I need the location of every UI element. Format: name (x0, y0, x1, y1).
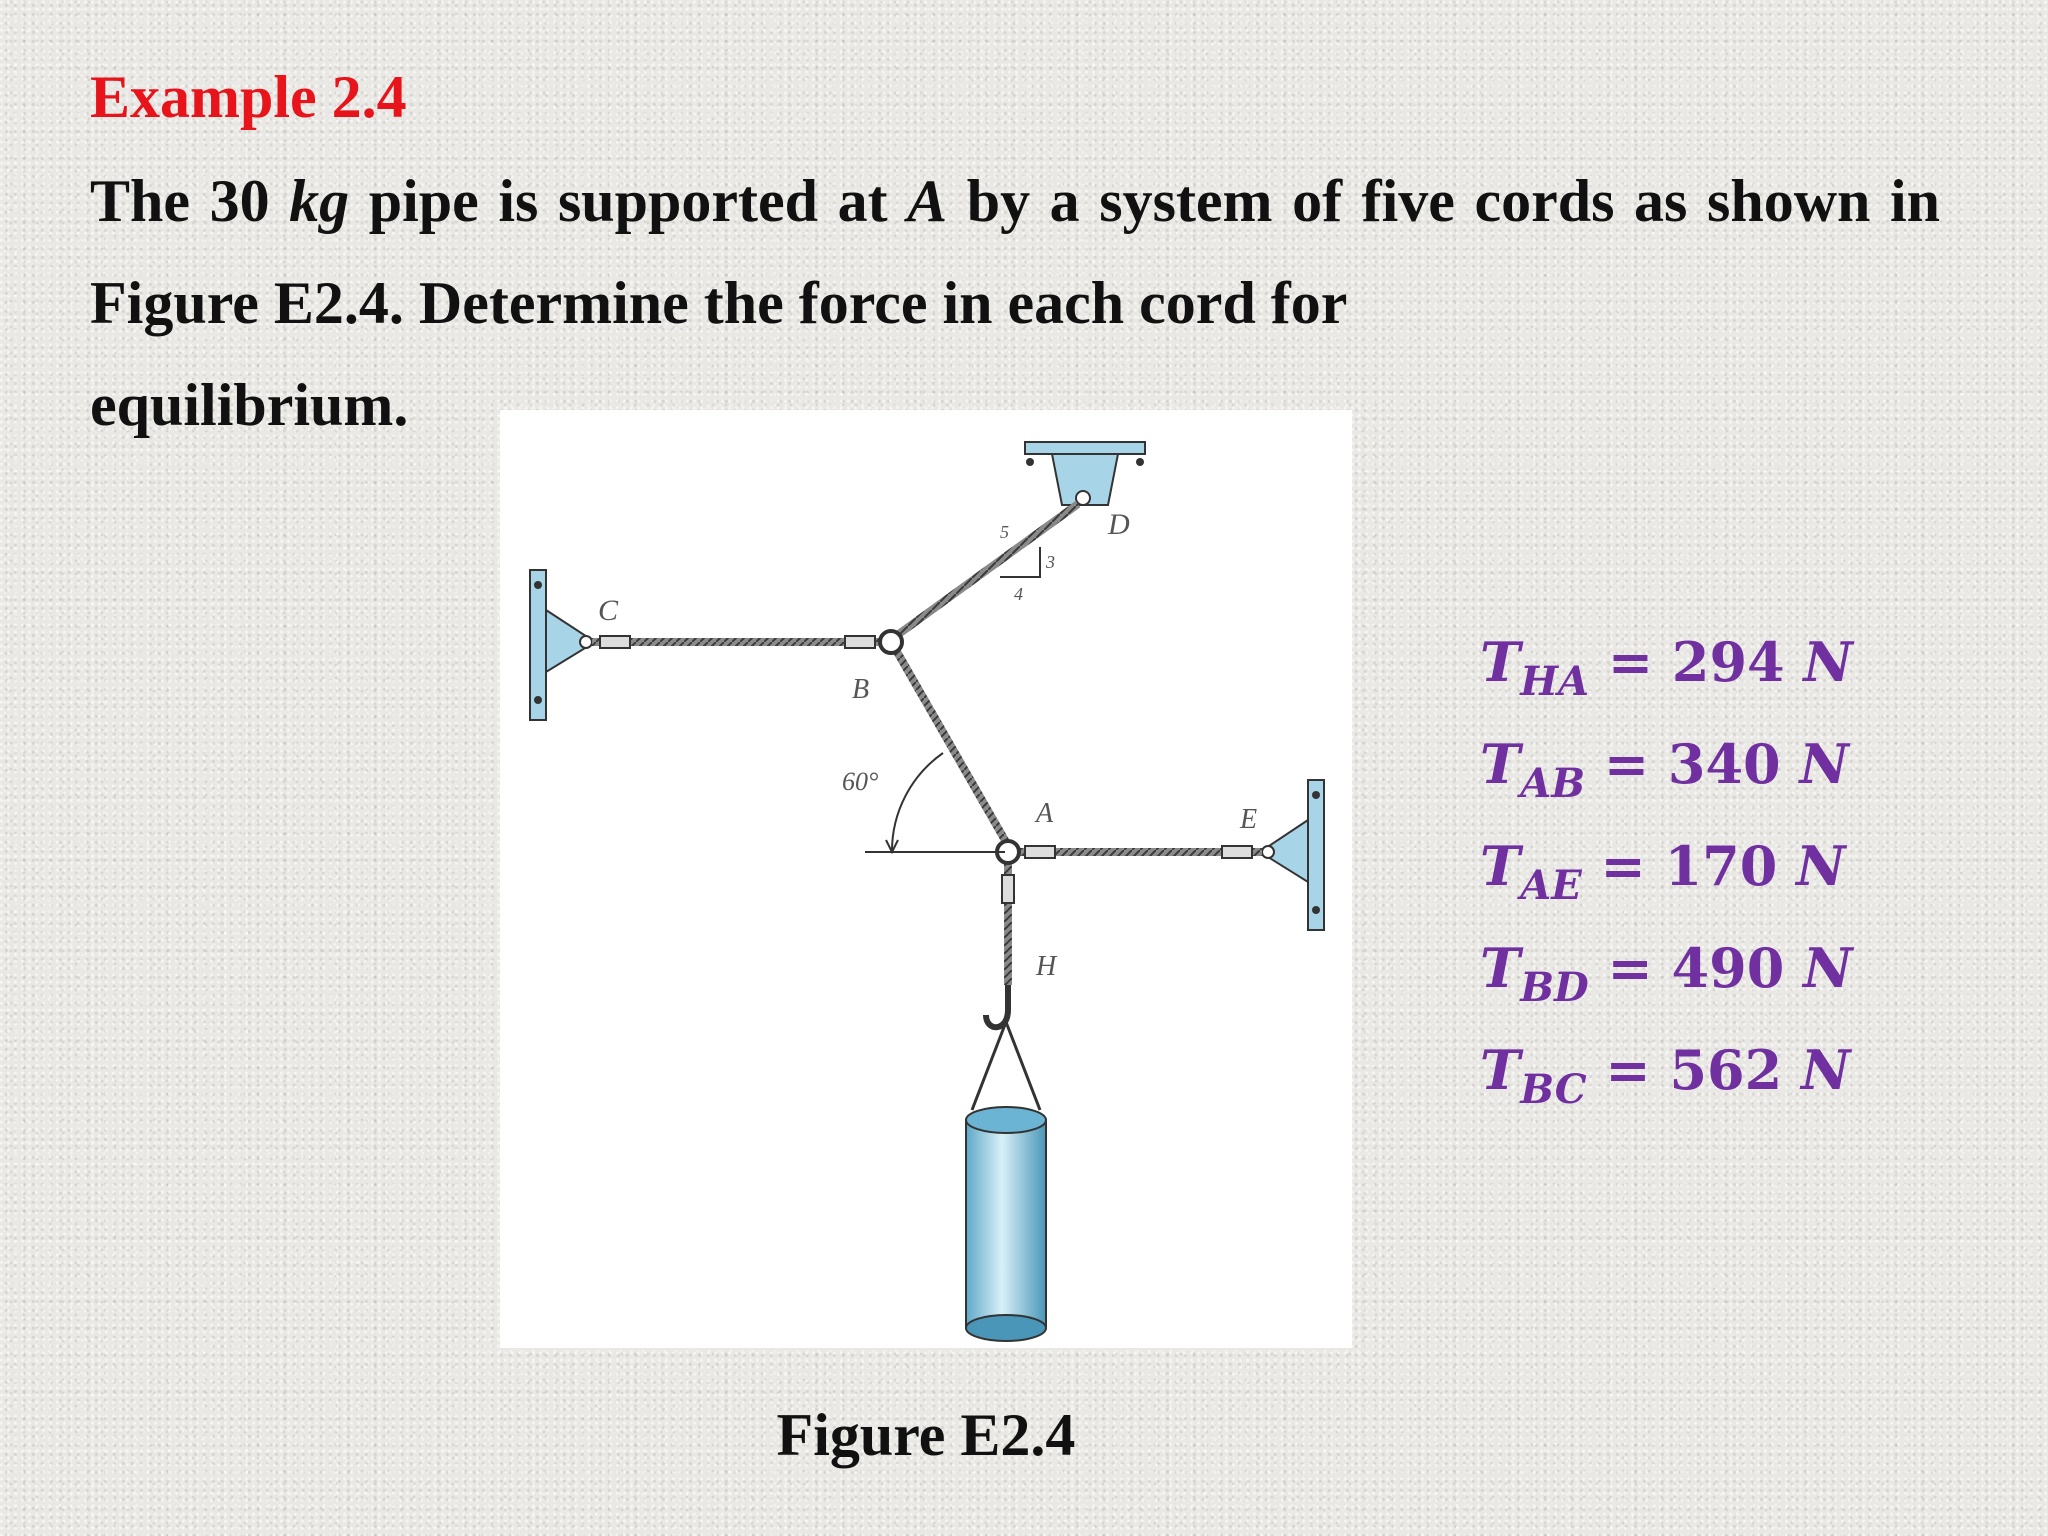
example-title: Example 2.4 (90, 64, 407, 130)
problem-text-3: by a system of five cords as shown in Fi… (90, 168, 1941, 336)
label-b: B (852, 674, 869, 705)
answer-t-ha: THA = 294 N (1480, 630, 1853, 705)
answer-t-ae: TAE = 170 N (1480, 834, 1846, 909)
slope-hyp-label: 5 (1000, 522, 1009, 542)
cord-system-diagram: 5 3 4 60° C B D A E H (529, 441, 1325, 1342)
hook (983, 985, 1011, 1031)
cord-ah (1001, 862, 1015, 985)
slope-rise-label: 3 (1045, 552, 1055, 572)
bracket-d (1024, 441, 1146, 506)
label-c: C (598, 594, 619, 627)
label-e: E (1239, 804, 1257, 835)
answer-list: THA = 294 N TAB = 340 N TAE = 170 N TBD … (1480, 630, 1853, 1140)
slope-run-label: 4 (1014, 584, 1023, 604)
answer-t-ab: TAB = 340 N (1480, 732, 1849, 807)
bracket-e (1258, 779, 1325, 931)
problem-text-1: The (90, 168, 210, 234)
cord-ab (892, 648, 1010, 844)
answer-t-bd: TBD = 490 N (1480, 936, 1853, 1011)
problem-text-2: pipe is supported at (349, 168, 908, 234)
problem-text-last: equilibrium. (90, 372, 409, 438)
problem-statement: The 30 kg pipe is supported at A by a sy… (90, 150, 1940, 456)
label-h: H (1035, 951, 1058, 982)
slings (970, 1021, 1042, 1111)
mass-unit: kg (289, 168, 350, 234)
figure-e2-4: 5 3 4 60° C B D A E H (500, 410, 1352, 1348)
answer-t-bc: TBC = 562 N (1480, 1038, 1851, 1113)
ring-b (878, 629, 904, 655)
slope-triangle: 5 3 4 (1000, 522, 1055, 604)
mass-value: 30 (209, 168, 270, 234)
angle-label: 60° (842, 767, 878, 796)
label-a: A (1034, 798, 1054, 829)
pipe (965, 1106, 1047, 1342)
angle-indicator: 60° (842, 752, 1005, 855)
bracket-c (529, 569, 597, 721)
figure-caption: Figure E2.4 (776, 1402, 1076, 1468)
label-d: D (1107, 508, 1130, 541)
support-point: A (907, 168, 948, 234)
cord-ae (1014, 845, 1262, 859)
cord-bc (592, 635, 886, 649)
cord-bd (893, 500, 1081, 640)
